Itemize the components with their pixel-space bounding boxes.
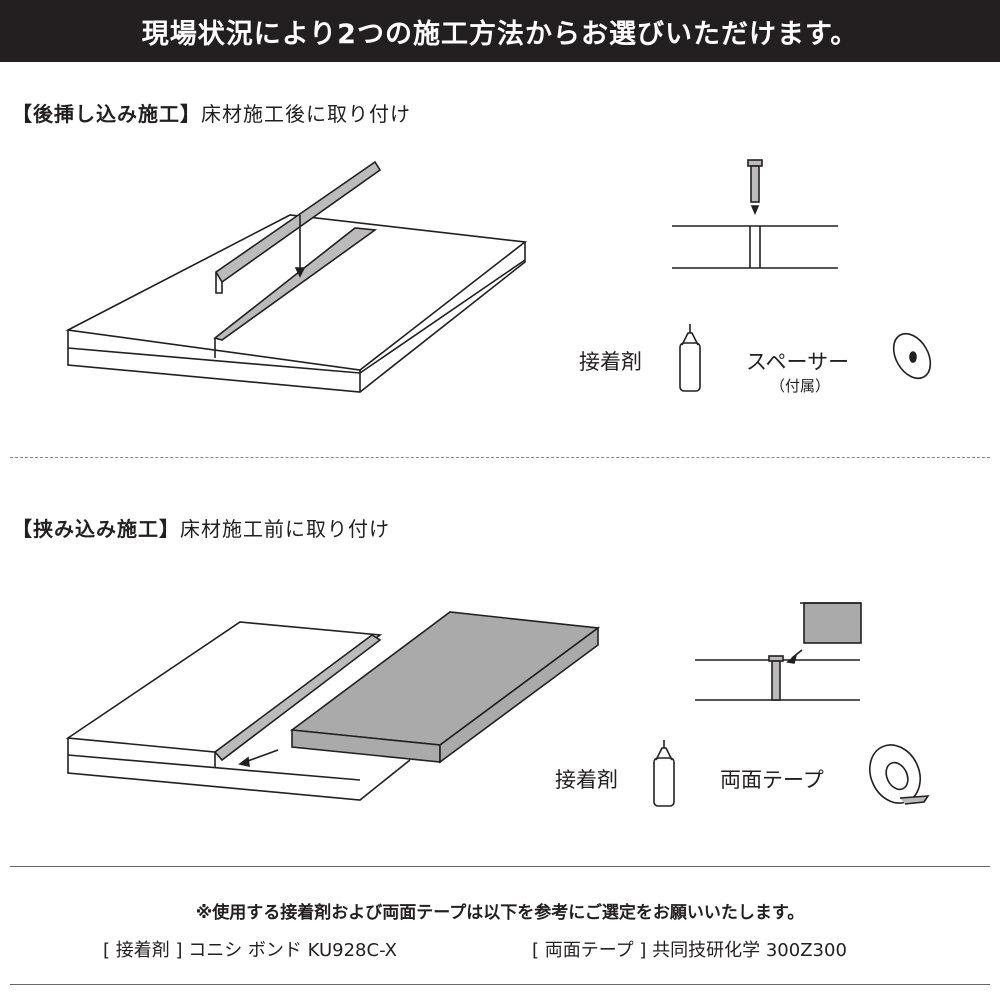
footer-note: ※使用する接着剤および両面テープは以下を参考にご選定をお願いいたします。: [195, 903, 805, 923]
header-banner: 現場状況により2つの施工方法からお選びいただけます。: [0, 0, 1000, 62]
spacer-washer-icon: [892, 332, 932, 380]
adhesive-bottle-icon-2: [653, 740, 675, 807]
cross-section-post-insert: [672, 159, 838, 269]
section-title-post-insert: 【後挿し込み施工】床材施工後に取り付け: [12, 98, 411, 127]
adhesive-label-2: 接着剤: [555, 768, 618, 792]
floor-illustration-post-insert: [65, 214, 528, 393]
tape-label: 両面テープ: [720, 768, 824, 792]
section-title-bold: 【後挿し込み施工】: [12, 102, 201, 126]
section-title-sandwich: 【挟み込み施工】床材施工前に取り付け: [12, 513, 390, 542]
footer-bottom-rule: [10, 984, 990, 985]
cross-section-sandwich: [695, 602, 862, 701]
footer-top-rule: [10, 866, 990, 867]
double-sided-tape-icon: [869, 744, 930, 805]
spacer-included-note: （付属）: [770, 377, 831, 395]
spacer-label: スペーサー: [746, 350, 850, 374]
section-title-bold: 【挟み込み施工】: [12, 517, 180, 541]
adhesive-reference: [ 接着剤 ] コニシ ボンド KU928C-X: [103, 940, 398, 961]
trim-strip-illustration: [214, 160, 382, 294]
adhesive-bottle-icon: [679, 324, 701, 392]
adhesive-label: 接着剤: [579, 350, 642, 374]
tape-reference: [ 両面テープ ] 共同技研化学 300Z300: [532, 940, 847, 961]
floor-illustration-sandwich: [65, 621, 411, 801]
floor-board-gray-illustration: [238, 611, 601, 768]
section-divider: [10, 457, 990, 458]
section-title-rest: 床材施工後に取り付け: [201, 102, 411, 126]
section-title-rest: 床材施工前に取り付け: [180, 517, 390, 541]
